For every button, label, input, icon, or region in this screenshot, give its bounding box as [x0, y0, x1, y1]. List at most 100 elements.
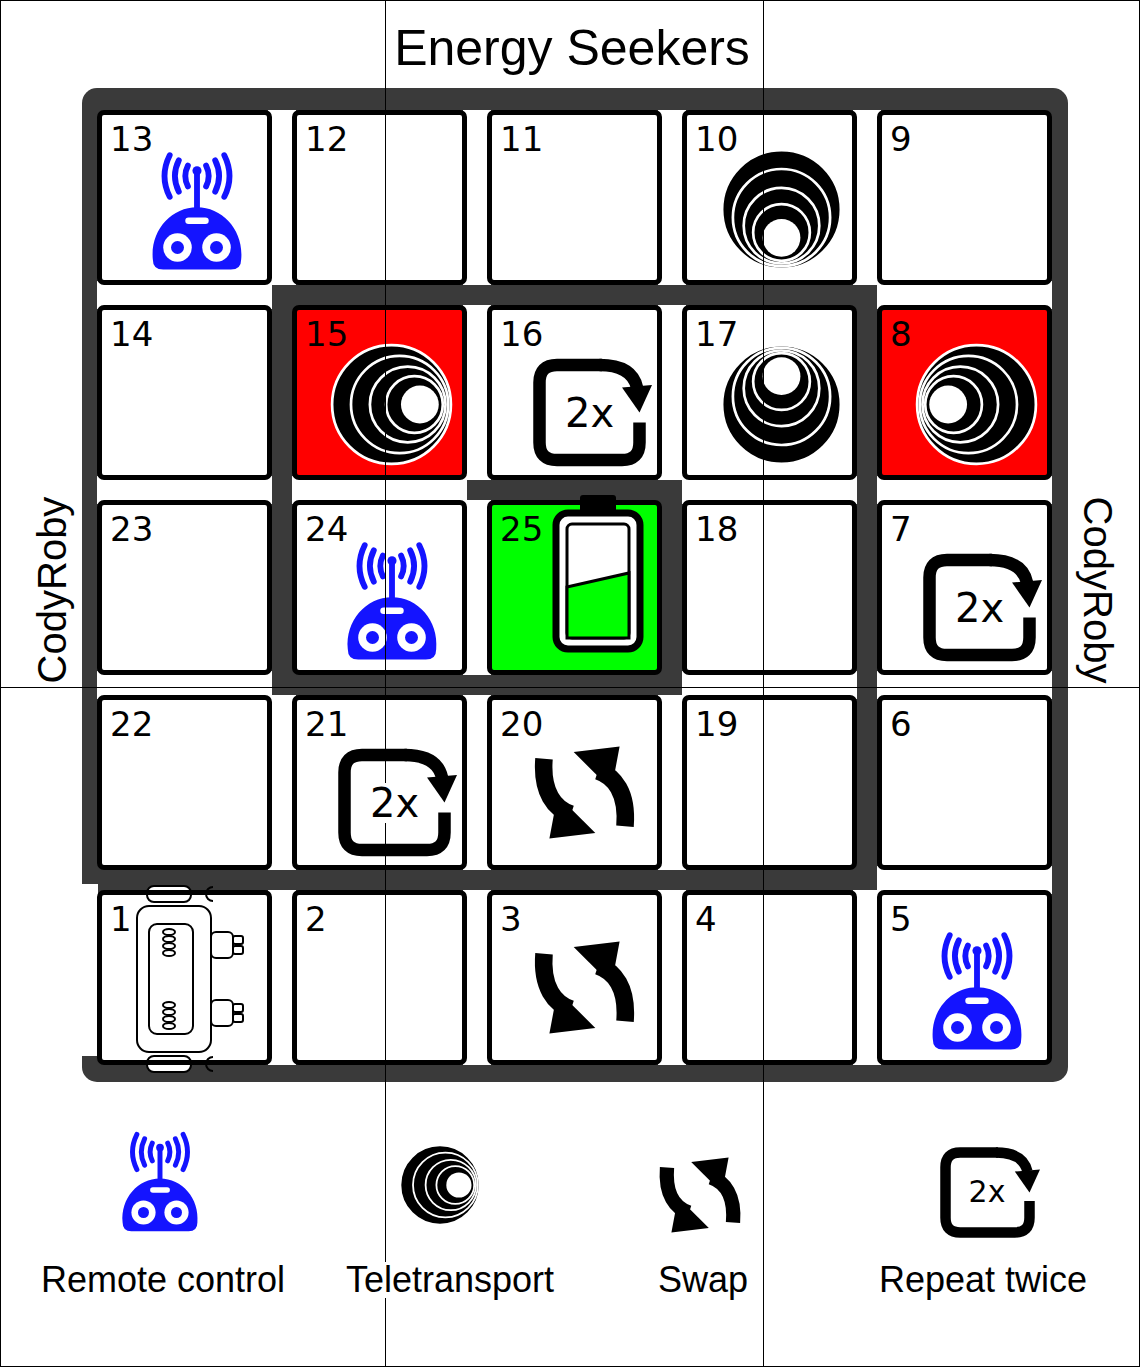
board-cell: 24: [292, 500, 467, 675]
cell-fills: [99, 112, 1050, 1063]
tele-icon: [332, 345, 451, 464]
title: Energy Seekers: [391, 23, 753, 73]
tele-icon: [722, 345, 841, 464]
robot-icon: [137, 886, 243, 1072]
cell-number: 23: [110, 512, 153, 546]
repeat-count: 2x: [368, 783, 421, 823]
repeat-icon: [540, 365, 653, 460]
cell-number: 15: [305, 317, 348, 351]
cell-number: 12: [305, 122, 348, 156]
remote-control-icon: [122, 1134, 197, 1231]
cell-fill: [684, 307, 855, 478]
cell-fill: [684, 697, 855, 868]
cell-number: 2: [305, 902, 327, 936]
cell-number: 20: [500, 707, 543, 741]
board-cell: 16 2x: [487, 305, 662, 480]
cell-fill: [489, 892, 660, 1063]
legend-label: Repeat twice: [876, 1262, 1090, 1298]
board-cell: 19: [682, 695, 857, 870]
cell-fill: [294, 892, 465, 1063]
cell-fill: [294, 112, 465, 283]
cell-fill: [99, 502, 270, 673]
cell-number: 11: [500, 122, 543, 156]
cell-number: 22: [110, 707, 153, 741]
repeat-count: 2x: [966, 1177, 1009, 1207]
cell-number: 21: [305, 707, 348, 741]
cell-number: 1: [110, 902, 132, 936]
board-cell: 72x: [877, 500, 1052, 675]
board-cell: 3: [487, 890, 662, 1065]
cell-fill: [879, 112, 1050, 283]
board-cell: 15: [292, 305, 467, 480]
cell-fill: [684, 112, 855, 283]
cell-fill: [684, 502, 855, 673]
board-cell: 2: [292, 890, 467, 1065]
board-cell: 6: [877, 695, 1052, 870]
cell-number: 10: [695, 122, 738, 156]
board-cell: 22: [97, 695, 272, 870]
cell-fill: [489, 697, 660, 868]
cell-number: 24: [305, 512, 348, 546]
board-cell: 9: [877, 110, 1052, 285]
board-cell: 1: [97, 890, 272, 1065]
board-cell: 4: [682, 890, 857, 1065]
cell-number: 16: [500, 317, 543, 351]
cell-fill: [294, 502, 465, 673]
cell-fill: [489, 307, 660, 478]
remote-icon: [153, 155, 242, 269]
cell-number: 17: [695, 317, 738, 351]
board-cell: 13: [97, 110, 272, 285]
repeat-icon: [930, 560, 1043, 655]
repeat-count: 2x: [953, 588, 1006, 628]
cell-fill: [99, 697, 270, 868]
cell-number: 19: [695, 707, 738, 741]
legend-label: Teletransport: [343, 1262, 557, 1298]
track-gaps: [97, 110, 1052, 1065]
board-cell: 12: [292, 110, 467, 285]
board-cell: 5: [877, 890, 1052, 1065]
cell-fill: [294, 307, 465, 478]
legend-label: Swap: [655, 1262, 751, 1298]
cell-fill: [99, 112, 270, 283]
cell-number: 3: [500, 902, 522, 936]
repeat-icon: [946, 1153, 1041, 1233]
repeat-count: 2x: [563, 393, 616, 433]
board-cell: 20: [487, 695, 662, 870]
cell-fill: [879, 892, 1050, 1063]
cell-fill: [294, 697, 465, 868]
swap-icon: [667, 1158, 734, 1233]
cell-icons: [137, 150, 1042, 1072]
board-cell: 17: [682, 305, 857, 480]
cell-fill: [99, 307, 270, 478]
cell-fill: [684, 892, 855, 1063]
teletransport-icon: [400, 1145, 479, 1224]
remote-icon: [933, 935, 1022, 1049]
cell-number: 18: [695, 512, 738, 546]
board-cell: 18: [682, 500, 857, 675]
board-cell: 21 2x: [292, 695, 467, 870]
cell-fill: [879, 502, 1050, 673]
board-cell: 25: [487, 500, 662, 675]
board-cell: 14: [97, 305, 272, 480]
cell-number: 8: [890, 317, 912, 351]
battery-icon: [556, 495, 640, 649]
board-cell: 11: [487, 110, 662, 285]
remote-icon: [348, 545, 437, 659]
swap-icon: [544, 942, 626, 1034]
legend-icons: [122, 1134, 1040, 1232]
cell-fill: [879, 307, 1050, 478]
repeat-icon: [345, 755, 458, 850]
cell-number: 5: [890, 902, 912, 936]
board-cell: 8: [877, 305, 1052, 480]
tele-icon: [722, 150, 841, 269]
swap-icon: [544, 747, 626, 839]
board-cell: 10: [682, 110, 857, 285]
legend-label: Remote control: [38, 1262, 288, 1298]
cell-fill: [879, 697, 1050, 868]
side-label: CodyRoby: [32, 494, 72, 687]
cell-number: 25: [500, 512, 543, 546]
tele-icon: [917, 345, 1036, 464]
cell-number: 9: [890, 122, 912, 156]
